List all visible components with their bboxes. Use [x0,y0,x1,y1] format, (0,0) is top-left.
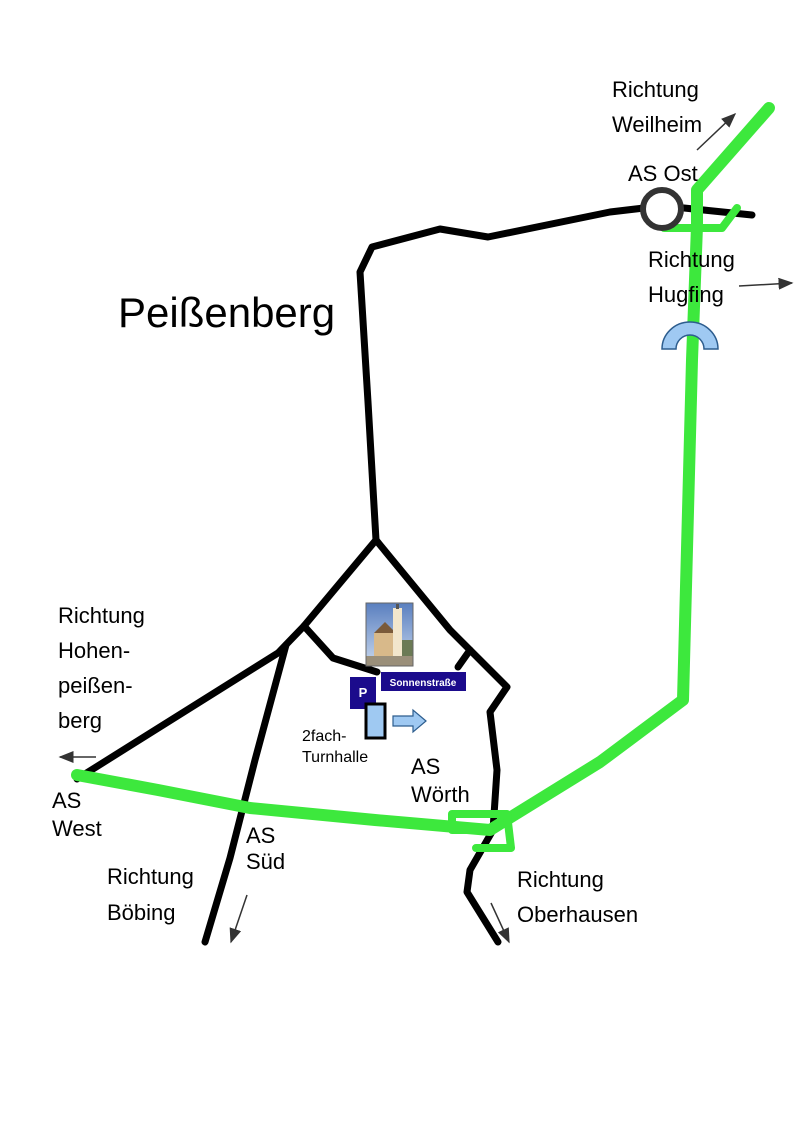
road-west [73,536,380,783]
arrow-hugfing [738,277,794,290]
arrow-weilheim [696,112,737,151]
label-as-west: AS West [52,788,102,841]
turnhalle-building [364,702,387,740]
label-turnhalle: 2fach- Turnhalle [302,728,368,766]
label-as-sued: AS Süd [246,823,285,874]
road-inner [300,622,381,676]
town-name: Peißenberg [118,289,335,336]
route-woerth-ramp [448,810,515,852]
bridge-icon [661,321,719,350]
road-north [356,204,648,544]
label-hugfing: Richtung Hugfing [648,247,741,307]
route-highlight [71,102,775,852]
label-boebing: Richtung Böbing [107,864,200,925]
label-as-ost: AS Ost [628,161,698,186]
route-ost-ramp [660,204,741,232]
road-network [73,204,756,946]
church-photo-icon [365,602,414,667]
arrow-right-icon [392,708,427,734]
direction-arrows [58,112,794,944]
roundabout-icon [640,187,684,231]
label-weilheim: Richtung Weilheim [612,77,705,137]
road-east-town [372,536,511,946]
street-sign [381,672,466,691]
arrow-boebing [229,894,248,944]
label-hohenpeissenberg: Richtung Hohen- peißen- berg [58,603,151,733]
label-as-woerth: AS Wörth [411,754,470,807]
label-oberhausen: Richtung Oberhausen [517,867,638,927]
arrow-oberhausen [490,902,510,944]
road-inner-east [454,646,474,671]
street-sign-text: Sonnenstraße [390,678,457,689]
parking-symbol: P [359,685,368,700]
route-main [71,102,775,836]
